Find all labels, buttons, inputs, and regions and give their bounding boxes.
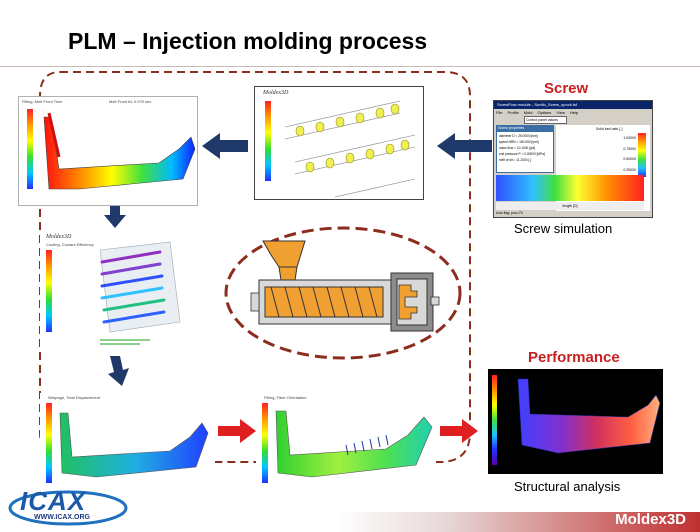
- screwflow-titlebar: ScrewFlow module - Sunflo_Screw_spock.fs…: [494, 101, 652, 109]
- menu-view[interactable]: View: [556, 110, 565, 115]
- runner-brand: Moldex3D: [263, 90, 289, 96]
- title-divider: [0, 66, 700, 67]
- status-bar: Axis flag: pos=70: [496, 211, 523, 215]
- arrow-cooling-to-warpage: [108, 356, 129, 386]
- screw-solid-bed-strip: [496, 175, 644, 201]
- menu-options[interactable]: Options: [537, 110, 552, 115]
- cooling-title: Cooling, Coolant Efficiency: [46, 242, 94, 247]
- fiber-thumbnail: Filling, Fiber Orientation: [256, 393, 436, 491]
- filling-colorbar: [27, 109, 33, 189]
- menu-file[interactable]: File: [496, 110, 503, 115]
- runner-colorbar: [265, 101, 271, 181]
- cooling-colorbar: [46, 250, 52, 332]
- runner-render: [284, 100, 416, 198]
- screwflow-window: ScrewFlow module - Sunflo_Screw_spock.fs…: [493, 100, 653, 218]
- footer-gradient: [335, 512, 700, 532]
- arrow-screw-to-runner: [437, 133, 492, 159]
- screw-label: Screw: [544, 80, 589, 97]
- fiber-title: Filling, Fiber Orientation: [264, 395, 307, 400]
- warpage-title: Warpage, Total Displacement: [48, 395, 101, 400]
- filling-unit: Melt Front At: 0.079 sec: [109, 99, 152, 104]
- extruder-dashed-ellipse: [224, 226, 462, 360]
- icax-swoosh: [8, 490, 128, 526]
- prop-row: speed NRN = 150.000 [rpm]: [499, 140, 539, 144]
- process-dashed-boundary: [39, 71, 471, 463]
- arrow-runner-to-filling: [202, 133, 248, 159]
- prop-row: end pressure P = 0.00000 [MPa]: [499, 152, 545, 156]
- screw-caption: Screw simulation: [514, 221, 613, 236]
- icax-logo-text: ICAX: [20, 486, 87, 516]
- legend-title: Solid bed ratio [-]: [596, 127, 623, 131]
- cooling-brand: Moldex3D: [46, 234, 72, 240]
- injection-extruder-illustration: [250, 240, 440, 332]
- filling-part-render: [43, 112, 196, 190]
- performance-label: Performance: [528, 349, 620, 366]
- arrow-fiber-to-structural: [440, 419, 478, 443]
- arrow-filling-to-cooling: [104, 200, 126, 228]
- page-title: PLM – Injection molding process: [68, 28, 428, 54]
- prop-row: melt of slt = 11.2000 [-]: [499, 158, 532, 162]
- menu-help[interactable]: Help: [569, 110, 579, 115]
- arrow-warpage-to-fiber: [218, 419, 256, 443]
- screw-properties-panel: Screw properties diameter D = 25.0000 [m…: [496, 125, 554, 173]
- warpage-part: [59, 412, 209, 478]
- cooling-thumbnail: Moldex3D Cooling, Coolant Efficiency: [40, 232, 190, 352]
- fiber-colorbar: [262, 403, 268, 483]
- icax-logo: ICAX WWW.ICAX.ORG: [8, 486, 128, 526]
- cooling-render: [99, 241, 181, 345]
- panel-combo[interactable]: Control panel values: [524, 116, 567, 124]
- performance-caption: Structural analysis: [514, 479, 621, 494]
- screwflow-menubar: File Profile Mold Options View Help: [496, 110, 578, 115]
- structural-analysis-render: [488, 369, 663, 474]
- screw-axis-label: length [D]: [496, 202, 644, 210]
- panel-header: Screw properties: [498, 126, 525, 130]
- filling-thumbnail: Filling, Melt Front Time Melt Front At: …: [18, 96, 198, 206]
- prop-row: mass flow = 10.1000 [g/s]: [499, 146, 536, 150]
- icax-url: WWW.ICAX.ORG: [34, 514, 90, 521]
- structural-colorbar: [492, 375, 497, 465]
- footer-brand: Moldex3D: [615, 511, 686, 528]
- menu-profile[interactable]: Profile: [507, 110, 519, 115]
- runner-thumbnail: Moldex3D: [254, 86, 424, 200]
- menu-mold[interactable]: Mold: [523, 110, 533, 115]
- warpage-colorbar: [46, 403, 52, 483]
- screwflow-title: ScrewFlow module - Sunflo_Screw_spock.fs…: [497, 102, 578, 107]
- structural-part: [517, 378, 661, 454]
- prop-row: diameter D = 25.0000 [mm]: [499, 134, 538, 138]
- filling-title: Filling, Melt Front Time: [22, 99, 63, 104]
- warpage-thumbnail: Warpage, Total Displacement: [40, 393, 215, 491]
- solid-bed-colorbar: [638, 133, 646, 177]
- fiber-part: [275, 410, 433, 478]
